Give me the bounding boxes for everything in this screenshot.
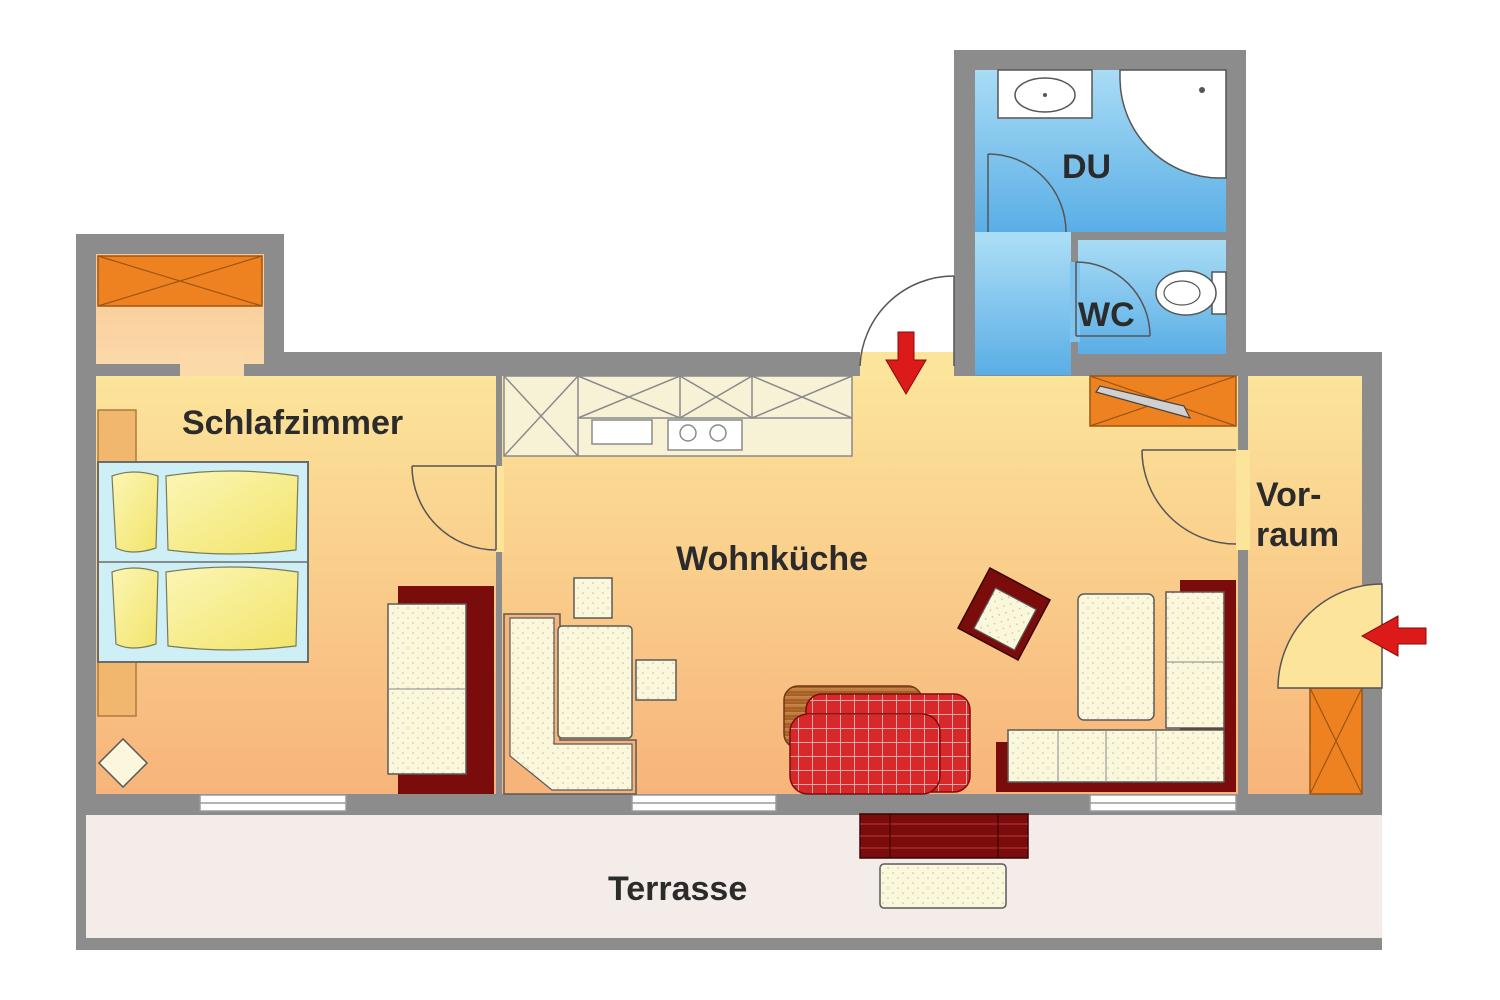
rugs bbox=[789, 693, 971, 795]
wc-door bbox=[1075, 261, 1151, 337]
dining-corner-bench bbox=[503, 613, 637, 795]
dining-table bbox=[557, 625, 633, 739]
tv-cabinet bbox=[1089, 375, 1237, 427]
label-shower: DU bbox=[1062, 148, 1111, 186]
double-bed bbox=[97, 409, 309, 717]
wardrobe-alcove bbox=[97, 255, 263, 307]
hall-door bbox=[1141, 449, 1237, 545]
kitchen-counter bbox=[503, 375, 853, 457]
label-hall-line2: raum bbox=[1256, 516, 1339, 554]
shower-tray bbox=[1119, 69, 1227, 179]
label-bedroom: Schlafzimmer bbox=[182, 404, 403, 442]
front-door bbox=[1277, 583, 1383, 689]
armchair bbox=[957, 567, 1051, 661]
label-terrace: Terrasse bbox=[608, 870, 747, 908]
hall-wardrobe bbox=[1309, 687, 1363, 795]
bedroom-door bbox=[411, 465, 497, 551]
bedroom-sofa bbox=[387, 586, 494, 794]
label-wc: WC bbox=[1078, 296, 1135, 334]
windows bbox=[199, 794, 1237, 812]
entry-arrow-top-icon bbox=[885, 331, 927, 395]
label-living-kitchen: Wohnküche bbox=[676, 540, 868, 578]
shower-door bbox=[987, 153, 1067, 233]
toilet bbox=[1155, 270, 1227, 316]
entry-arrow-right-icon bbox=[1360, 615, 1427, 657]
terrace-floor bbox=[86, 815, 1382, 938]
washbasin bbox=[997, 69, 1093, 119]
terrace-bench bbox=[859, 813, 1029, 859]
label-hall-line1: Vor- bbox=[1256, 476, 1321, 514]
entry-door-kitchen bbox=[859, 275, 955, 367]
corner-sofa bbox=[996, 580, 1236, 792]
bedside-stool bbox=[97, 737, 149, 789]
dining-chairs bbox=[573, 577, 677, 701]
terrace-table bbox=[879, 863, 1007, 909]
